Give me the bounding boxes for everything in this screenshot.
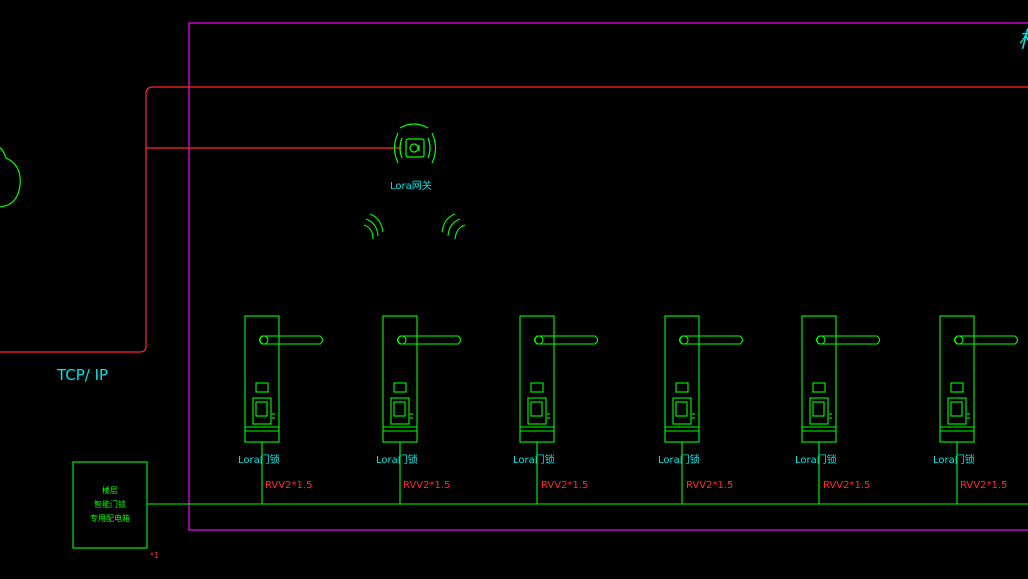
lock-label: Lora门锁 [933,455,975,466]
power-panel-line: 智能门锁 [94,500,126,509]
power-panel-label: 楼层 智能门锁 专用配电箱 [73,462,147,548]
corner-text: 枍 [1018,30,1028,52]
cable-spec-label: RVV2*1.5 [265,480,313,491]
wireless-gateway-icon [393,123,437,164]
cable-spec-label: RVV2*1.5 [541,480,589,491]
door-lock-icon [939,315,1019,443]
door-lock-icon [519,315,599,443]
power-panel [72,461,148,549]
tcp-ip-network-lines [0,86,1028,353]
cable-spec-label: RVV2*1.5 [686,480,734,491]
lock-label: Lora门锁 [376,455,418,466]
tcp-ip-label: TCP/ IP [57,366,109,384]
gateway-signal-waves [363,213,466,240]
cable-spec-label: RVV2*1.5 [960,480,1008,491]
lock-label: Lora门锁 [513,455,555,466]
door-lock-icon [664,315,744,443]
cloud-icon [0,146,21,208]
lock-label: Lora门锁 [238,455,280,466]
power-panel-quantity: *1 [150,551,160,560]
floor-boundary [188,22,1028,531]
lock-label: Lora门锁 [795,455,837,466]
power-panel-line: 楼层 [102,486,118,495]
door-lock-icon [244,315,324,443]
cable-spec-label: RVV2*1.5 [823,480,871,491]
lora-gateway [363,123,466,240]
door-lock-icon [801,315,881,443]
gateway-label: Lora网关 [390,181,432,192]
power-panel-line: 专用配电箱 [90,514,130,523]
lock-label: Lora门锁 [658,455,700,466]
power-bus [147,442,1028,505]
cable-spec-label: RVV2*1.5 [403,480,451,491]
door-lock-icon [382,315,462,443]
